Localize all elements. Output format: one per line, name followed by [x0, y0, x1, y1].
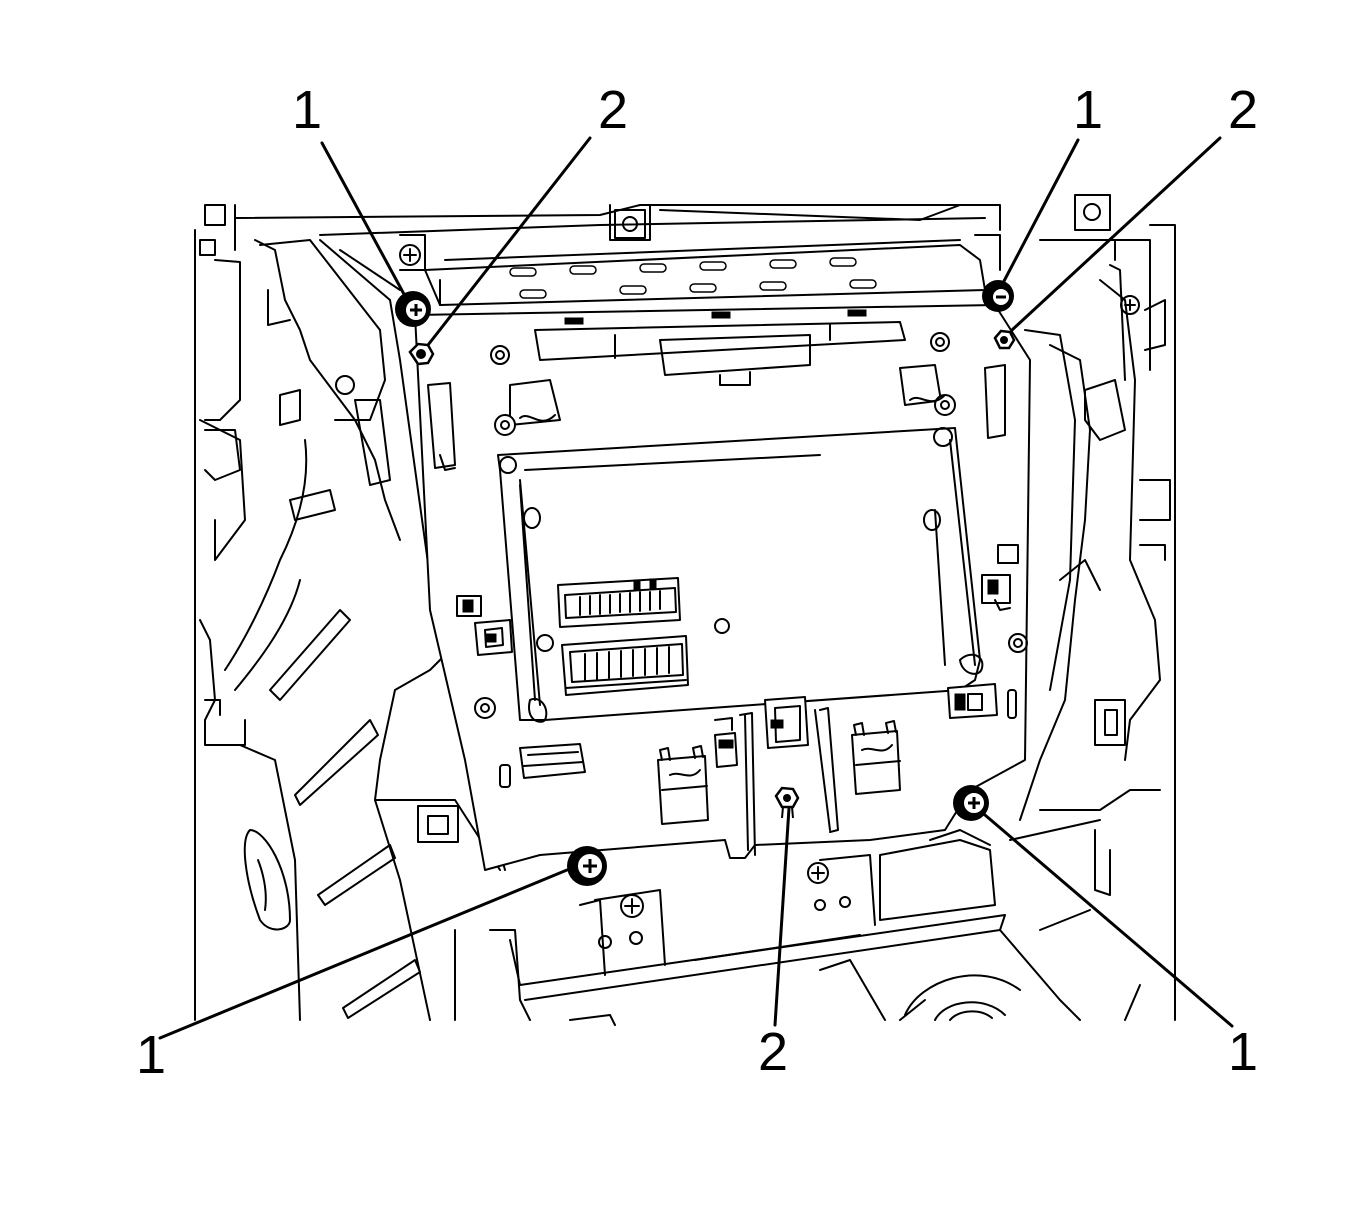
dash-structure — [194, 194, 1176, 1021]
callout-1-bottom-right: 1 — [1228, 1022, 1258, 1082]
bolt-bottom-left — [567, 846, 607, 886]
lower-console — [489, 819, 1101, 1026]
bolt-top-right — [982, 280, 1014, 312]
callout-2-top-left: 2 — [598, 80, 628, 140]
radio-connector-lower — [561, 635, 689, 696]
radio-connector-upper — [557, 577, 681, 628]
retaining-tab-right — [851, 720, 901, 795]
bolt-bottom-right — [953, 785, 989, 821]
callout-labels: 1 2 1 2 1 2 1 — [136, 80, 1258, 1085]
callout-1-top-right: 1 — [1073, 80, 1103, 140]
retaining-tab-left — [657, 745, 709, 825]
nuts-2 — [408, 329, 1016, 819]
bolts-1 — [395, 280, 1014, 886]
rail-slots — [509, 257, 877, 299]
callout-1-bottom-left: 1 — [136, 1025, 166, 1085]
nut-top-right — [993, 329, 1016, 350]
callout-2-top-right: 2 — [1228, 80, 1258, 140]
nut-bottom-center — [774, 786, 800, 819]
callout-2-bottom-center: 2 — [758, 1022, 788, 1082]
callout-leaders — [158, 136, 1234, 1040]
nut-top-left — [408, 342, 435, 366]
callout-1-top-left: 1 — [292, 80, 322, 140]
bolt-top-left — [395, 291, 431, 327]
radio-mounting-bracket — [414, 304, 1031, 871]
